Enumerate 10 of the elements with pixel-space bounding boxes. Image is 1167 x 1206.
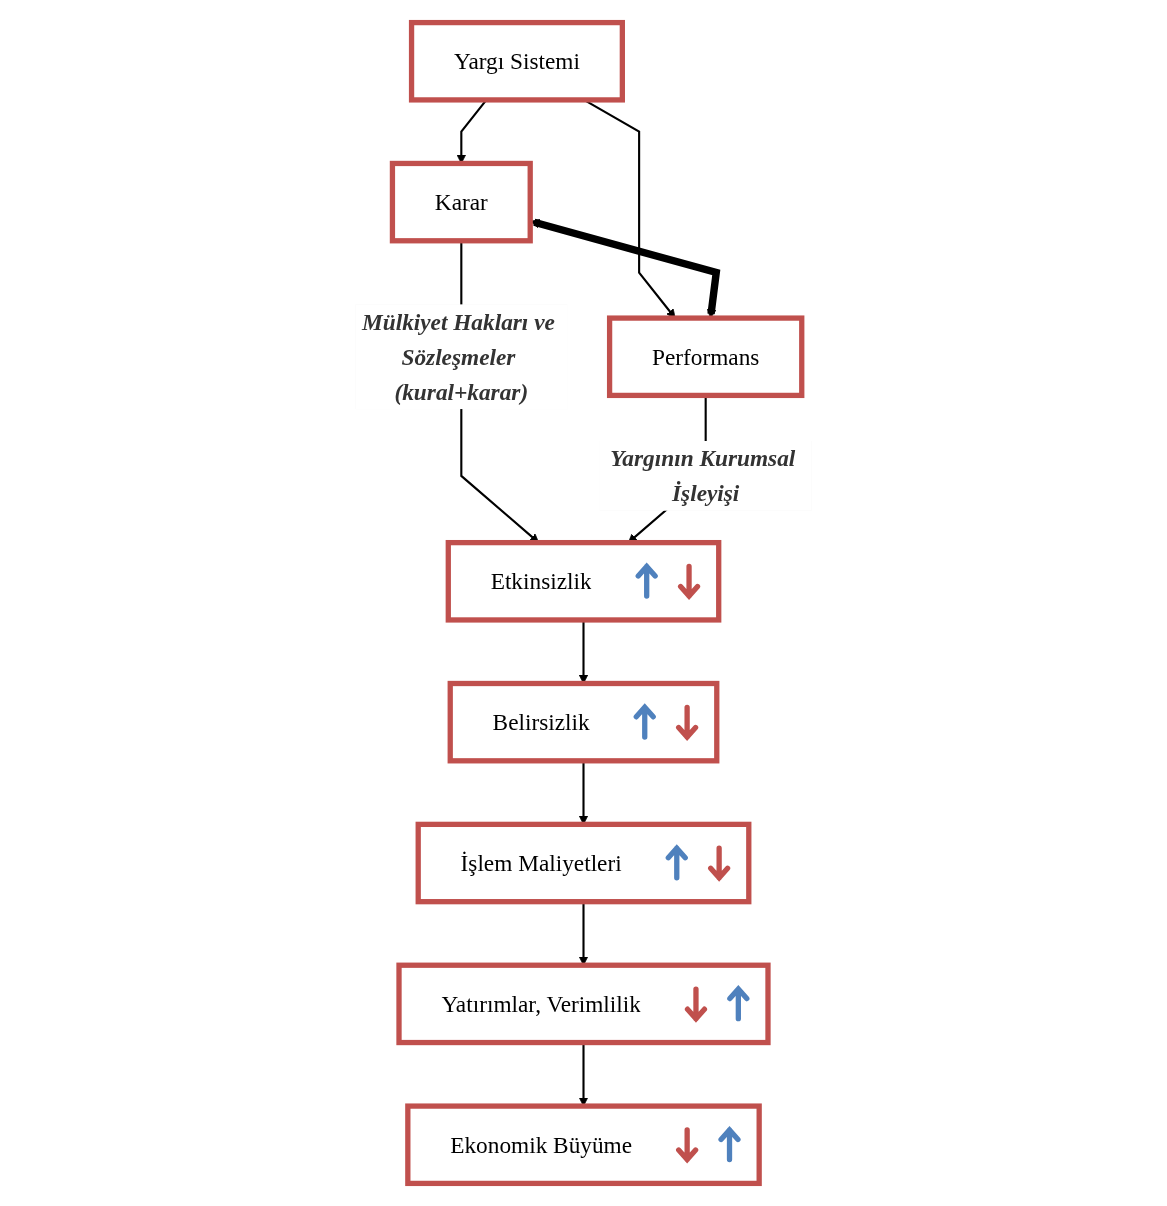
node-box: Karar bbox=[389, 160, 533, 244]
edge-label: Yargının Kurumsal İşleyişi bbox=[610, 445, 796, 507]
node-box: Ekonomik Büyüme bbox=[405, 1103, 762, 1187]
node-box: İşlem Maliyetleri bbox=[415, 821, 752, 905]
node-box: Etkinsizlik bbox=[445, 540, 722, 623]
edge-label: Mülkiyet Hakları ve Sözleşmeler (kural+karar) bbox=[361, 308, 555, 405]
node-box: Belirsizlik bbox=[447, 680, 720, 764]
node-box: Yatırımlar, Verimlilik bbox=[396, 962, 771, 1046]
node-box: Performans bbox=[606, 315, 805, 399]
node-box: Yargı Sistemi bbox=[408, 19, 625, 103]
